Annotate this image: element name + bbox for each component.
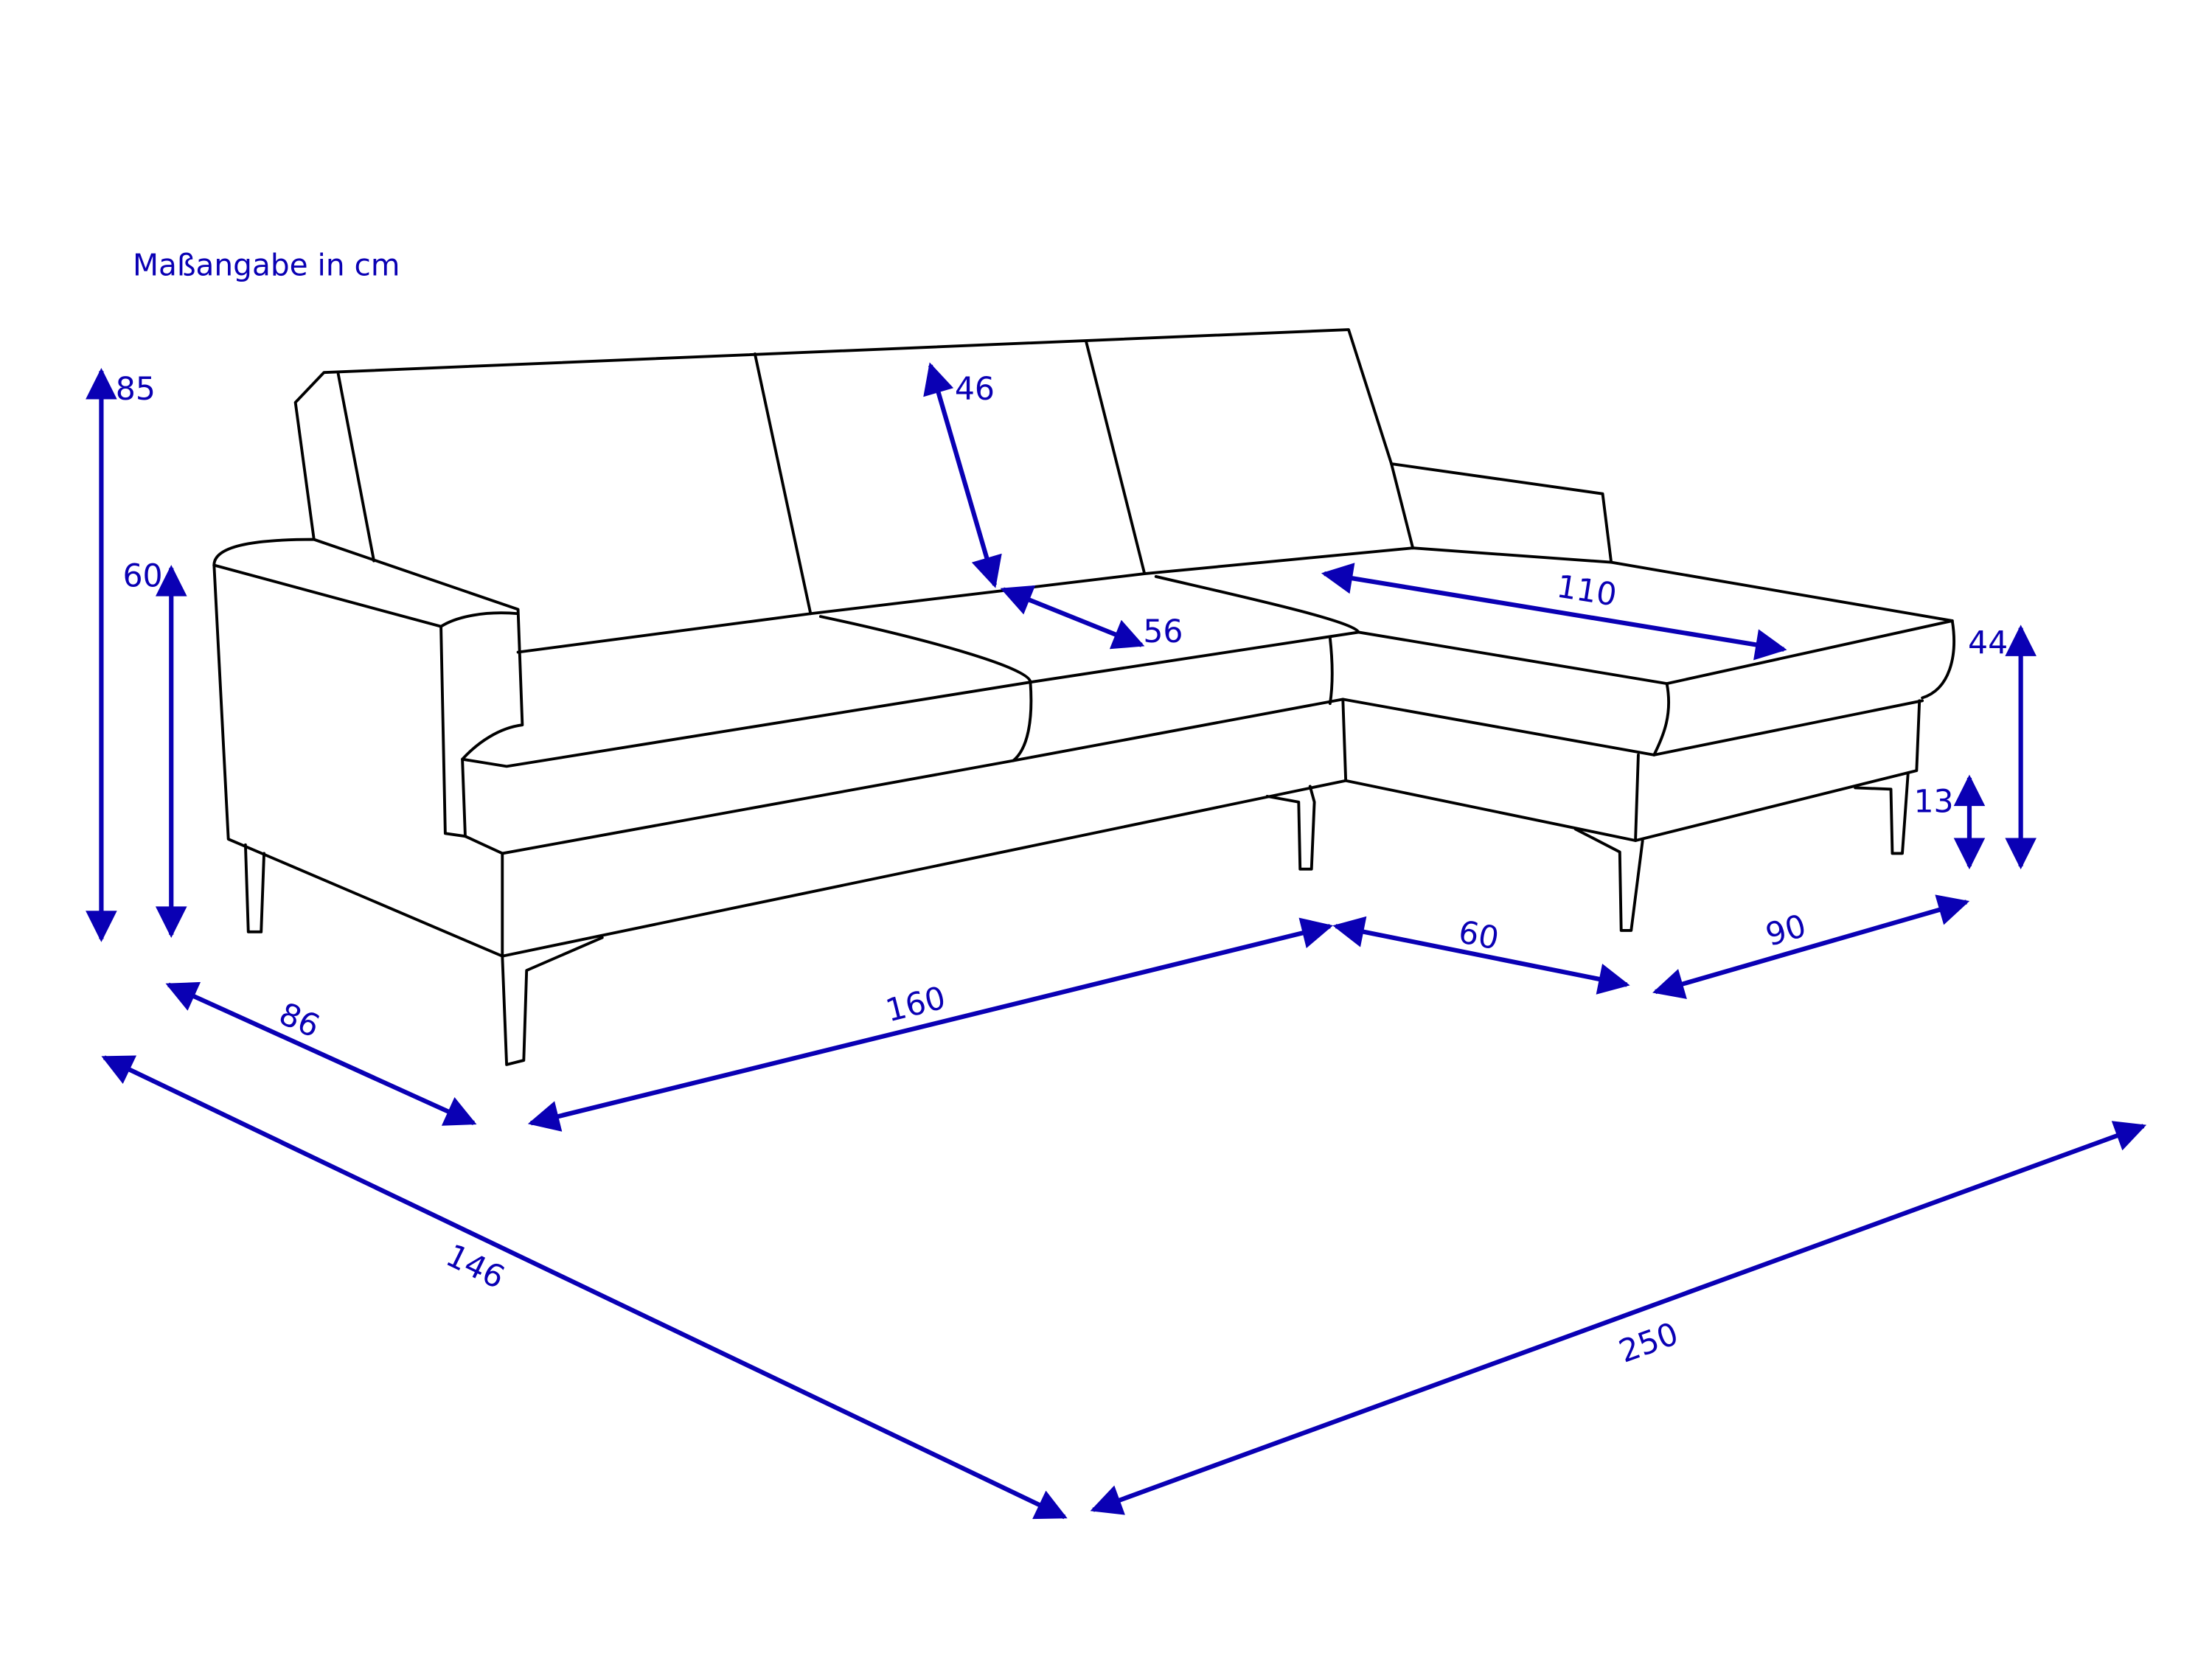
arrow-corner-width <box>1332 916 1630 995</box>
backrest-top <box>293 328 1415 550</box>
label-total-width: 250 <box>1614 1315 1683 1371</box>
dimension-arrows <box>86 362 2147 1520</box>
arrow-recamiere-width <box>1652 894 1970 999</box>
arrow-armrest-depth <box>165 981 477 1126</box>
arrow-total-width <box>1090 1121 2147 1515</box>
label-corner-width: 60 <box>1455 914 1502 957</box>
label-recamiere-height: 44 <box>1968 625 2008 661</box>
label-backrest-height: 46 <box>955 371 995 408</box>
label-recamiere-length: 110 <box>1554 568 1619 614</box>
label-leg-height: 13 <box>1913 783 1953 820</box>
arrow-main-width <box>527 917 1334 1132</box>
label-total-height: 85 <box>116 371 156 408</box>
arrow-seat-depth <box>1000 585 1145 650</box>
label-armrest-height: 60 <box>122 557 162 594</box>
arrow-backrest-height <box>923 362 1002 588</box>
label-seat-depth: 56 <box>1143 613 1183 650</box>
diagram-title: Maßangabe in cm <box>133 248 400 283</box>
sofa-outline <box>212 328 1955 1066</box>
arrow-total-depth <box>101 1055 1068 1520</box>
arrow-recamiere-length <box>1321 563 1787 661</box>
